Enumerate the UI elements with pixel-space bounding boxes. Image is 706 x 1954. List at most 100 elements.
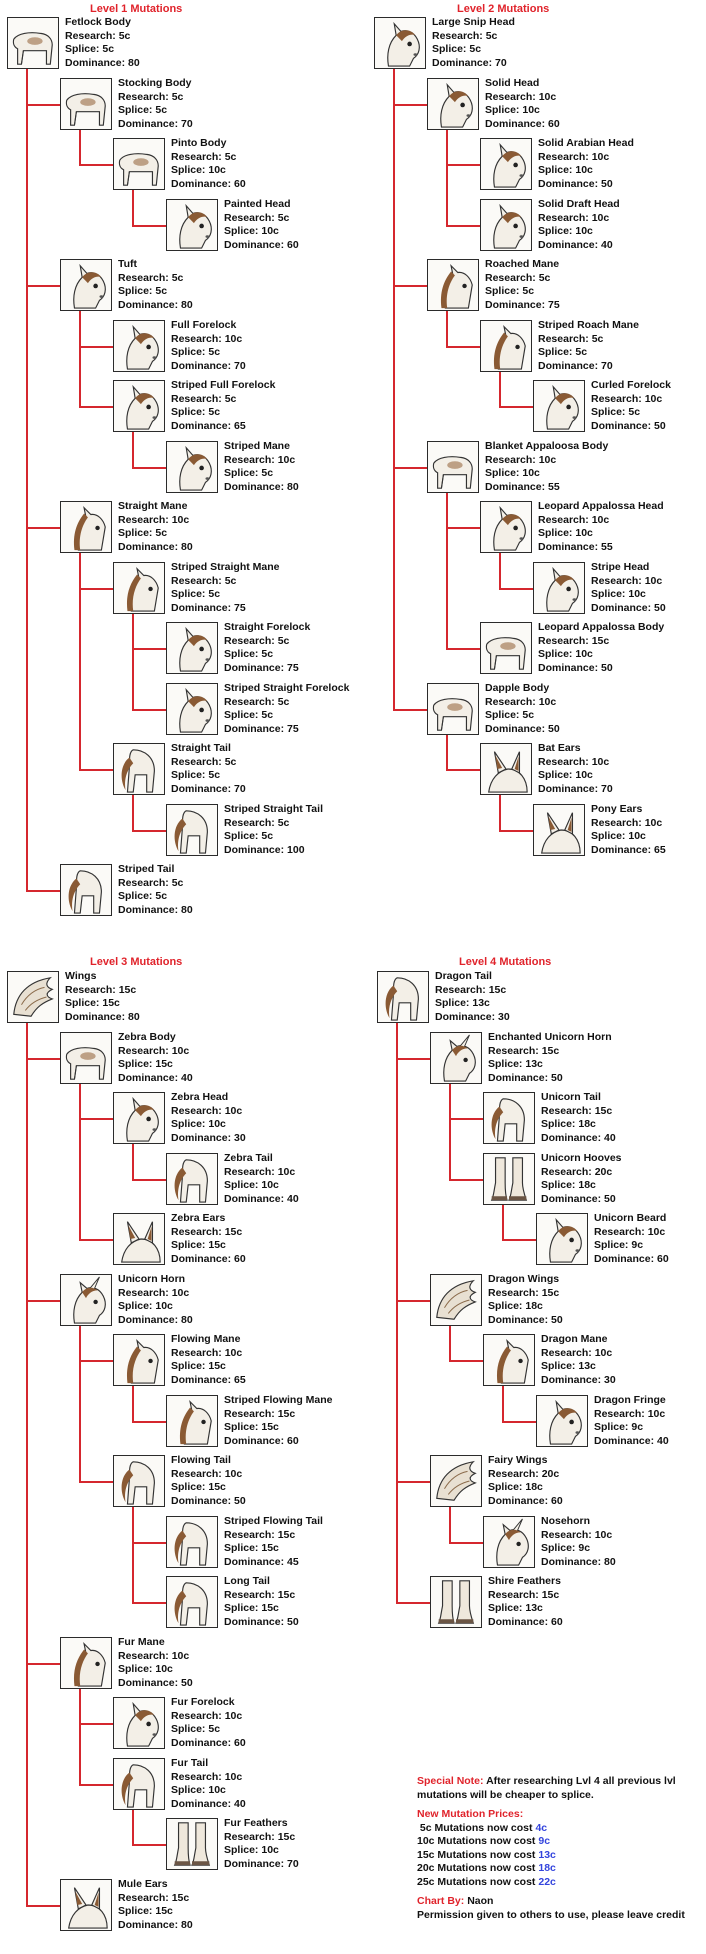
horse-hooves-icon	[483, 1153, 535, 1205]
tree-connector	[396, 1300, 430, 1302]
field-value: 10c	[277, 453, 296, 466]
research-cost: Research: 5c	[224, 817, 323, 831]
field-value: 9c	[631, 1239, 644, 1251]
mutation-name: Striped Straight Tail	[224, 803, 323, 817]
field-value: 10c	[575, 527, 593, 539]
dominance-value: Dominance: 80	[65, 1011, 140, 1025]
mutation-name: Unicorn Horn	[118, 1273, 193, 1287]
tree-connector	[446, 493, 448, 650]
field-value: 5c	[208, 346, 221, 358]
field-label: Splice:	[171, 1784, 206, 1796]
field-value: 80	[181, 298, 193, 311]
chart-author: Naon	[467, 1895, 494, 1907]
dominance-value: Dominance: 80	[118, 904, 193, 918]
splice-cost: Splice: 10c	[224, 1179, 299, 1193]
field-value: Unicorn Hooves	[541, 1152, 622, 1164]
dominance-value: Dominance: 70	[432, 57, 515, 71]
field-value: Solid Draft Head	[538, 198, 620, 210]
field-value: Unicorn Horn	[118, 1273, 186, 1285]
dominance-value: Dominance: 70	[538, 783, 613, 797]
field-label: Dominance:	[591, 419, 652, 432]
field-value: 15c	[208, 1481, 226, 1493]
field-label: Splice:	[538, 648, 573, 660]
splice-cost: Splice: 18c	[541, 1179, 622, 1193]
field-value: Long Tail	[224, 1575, 270, 1587]
field-value: 5c	[628, 406, 641, 418]
field-label: Splice:	[538, 346, 573, 358]
dominance-value: Dominance: 55	[485, 481, 608, 495]
tree-connector	[449, 1118, 483, 1120]
field-label: Research:	[224, 1407, 275, 1420]
field-value: 5c	[591, 332, 604, 345]
field-value: Leopard Appalossa Head	[538, 500, 664, 512]
dominance-value: Dominance: 75	[224, 723, 349, 737]
field-label: Research:	[224, 1165, 275, 1178]
dominance-value: Dominance: 40	[118, 1072, 193, 1086]
field-value: 10c	[647, 1407, 666, 1420]
field-value: 10c	[155, 1300, 173, 1312]
field-value: 60	[234, 1736, 246, 1749]
research-cost: Research: 15c	[224, 1589, 299, 1603]
research-cost: Research: 5c	[118, 91, 193, 105]
field-value: Zebra Tail	[224, 1152, 273, 1164]
field-label: Splice:	[488, 1481, 523, 1493]
field-value: Roached Mane	[485, 258, 560, 270]
dominance-value: Dominance: 60	[224, 1435, 333, 1449]
dominance-value: Dominance: 40	[538, 239, 620, 253]
tree-connector	[449, 1360, 483, 1362]
field-label: Dominance:	[65, 1010, 126, 1023]
tree-connector	[502, 1239, 536, 1241]
field-value: 5c	[469, 43, 482, 55]
research-cost: Research: 15c	[488, 1045, 612, 1059]
field-value: Dapple Body	[485, 682, 550, 694]
field-value: Pinto Body	[171, 137, 227, 149]
field-label: Research:	[171, 1770, 222, 1783]
field-label: Splice:	[541, 1360, 576, 1372]
tree-connector	[132, 432, 134, 469]
tree-connector	[446, 735, 448, 771]
field-label: Dominance:	[488, 1071, 549, 1084]
horse-head-icon	[166, 683, 218, 735]
field-value: 15c	[171, 1891, 190, 1904]
price-row: 20c Mutations now cost 18c	[417, 1862, 702, 1876]
horse-head-icon	[113, 380, 165, 432]
field-label: Dominance:	[435, 1010, 496, 1023]
field-value: 10c	[171, 1044, 190, 1057]
horse-head-icon	[480, 501, 532, 553]
mutation-name: Dragon Fringe	[594, 1394, 669, 1408]
field-value: 10c	[261, 225, 279, 237]
horse-head-icon	[166, 441, 218, 493]
mutation-name: Painted Head	[224, 198, 299, 212]
horse-head-icon	[113, 1697, 165, 1749]
field-value: 10c	[644, 574, 663, 587]
field-value: 60	[287, 238, 299, 251]
field-label: Splice:	[118, 890, 153, 902]
research-cost: Research: 5c	[224, 212, 299, 226]
research-cost: Research: 15c	[538, 635, 664, 649]
field-value: Fur Feathers	[224, 1817, 288, 1829]
field-value: 5c	[538, 271, 551, 284]
field-value: 10c	[208, 1784, 226, 1796]
field-value: 5c	[155, 285, 168, 297]
horse-ears-icon	[60, 1879, 112, 1931]
mutation-name: Fur Mane	[118, 1636, 193, 1650]
field-value: 15c	[261, 1421, 279, 1433]
price-row-text: 5c Mutations now cost	[417, 1821, 536, 1834]
tree-connector	[499, 830, 533, 832]
dominance-value: Dominance: 65	[171, 1374, 246, 1388]
field-label: Dominance:	[171, 359, 232, 372]
field-value: Fur Mane	[118, 1636, 165, 1648]
tree-connector	[393, 104, 427, 106]
horse-head-icon	[480, 199, 532, 251]
field-label: Research:	[118, 513, 169, 526]
field-label: Splice:	[488, 1602, 523, 1614]
field-label: Splice:	[171, 1481, 206, 1493]
field-label: Dominance:	[541, 1192, 602, 1205]
dominance-value: Dominance: 70	[171, 360, 246, 374]
field-value: 5c	[261, 467, 274, 479]
